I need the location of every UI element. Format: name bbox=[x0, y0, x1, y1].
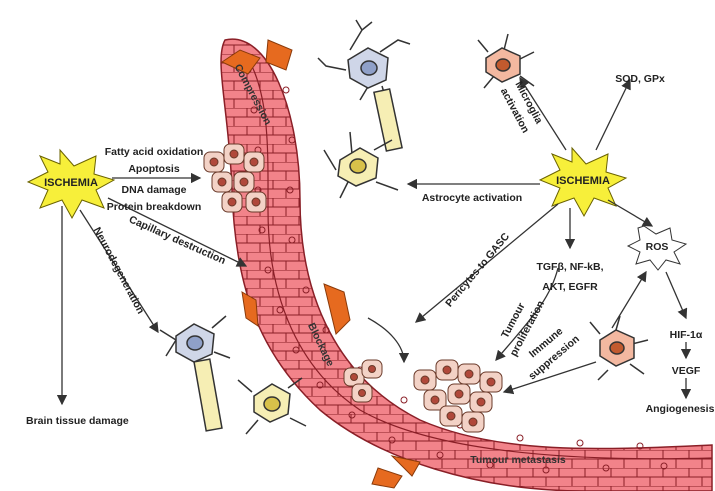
label-sod: SOD, GPx bbox=[615, 73, 665, 85]
label-astrocyte: Astrocyte activation bbox=[422, 192, 522, 204]
ischemia-right-label: ISCHEMIA bbox=[556, 175, 610, 187]
ischemia-burst-left: ISCHEMIA bbox=[28, 150, 114, 218]
label-dna-damage: DNA damage bbox=[122, 184, 187, 196]
label-neurodegeneration: Neurodegeneration bbox=[91, 225, 147, 316]
ros-label: ROS bbox=[646, 241, 669, 253]
ros-burst: ROS bbox=[628, 226, 686, 270]
label-tgf: TGFβ, NF-kB, bbox=[536, 261, 603, 273]
label-metastasis: Tumour metastasis bbox=[470, 454, 566, 466]
label-akt: AKT, EGFR bbox=[542, 281, 598, 293]
label-hif: HIF-1α bbox=[670, 329, 703, 341]
label-fatty-acid: Fatty acid oxidation bbox=[105, 146, 204, 158]
label-brain-damage: Brain tissue damage bbox=[26, 415, 129, 427]
astrocyte-bottom bbox=[238, 378, 306, 434]
label-protein: Protein breakdown bbox=[107, 201, 202, 213]
arrows bbox=[62, 78, 686, 404]
label-capillary: Capillary destruction bbox=[127, 214, 227, 267]
label-apoptosis: Apoptosis bbox=[128, 163, 179, 175]
ischemia-burst-right: ISCHEMIA bbox=[540, 148, 626, 216]
label-vegf: VEGF bbox=[672, 365, 701, 377]
tumour-cell-cluster bbox=[414, 360, 502, 432]
neuron-top bbox=[318, 20, 410, 151]
label-angiogenesis: Angiogenesis bbox=[646, 403, 715, 415]
label-pericytes: Pericytes to GASC bbox=[443, 230, 512, 309]
microglia-top bbox=[478, 34, 534, 88]
microglia-bottom bbox=[590, 316, 648, 380]
ischemia-left-label: ISCHEMIA bbox=[44, 177, 98, 189]
neuron-bottom bbox=[160, 316, 230, 431]
